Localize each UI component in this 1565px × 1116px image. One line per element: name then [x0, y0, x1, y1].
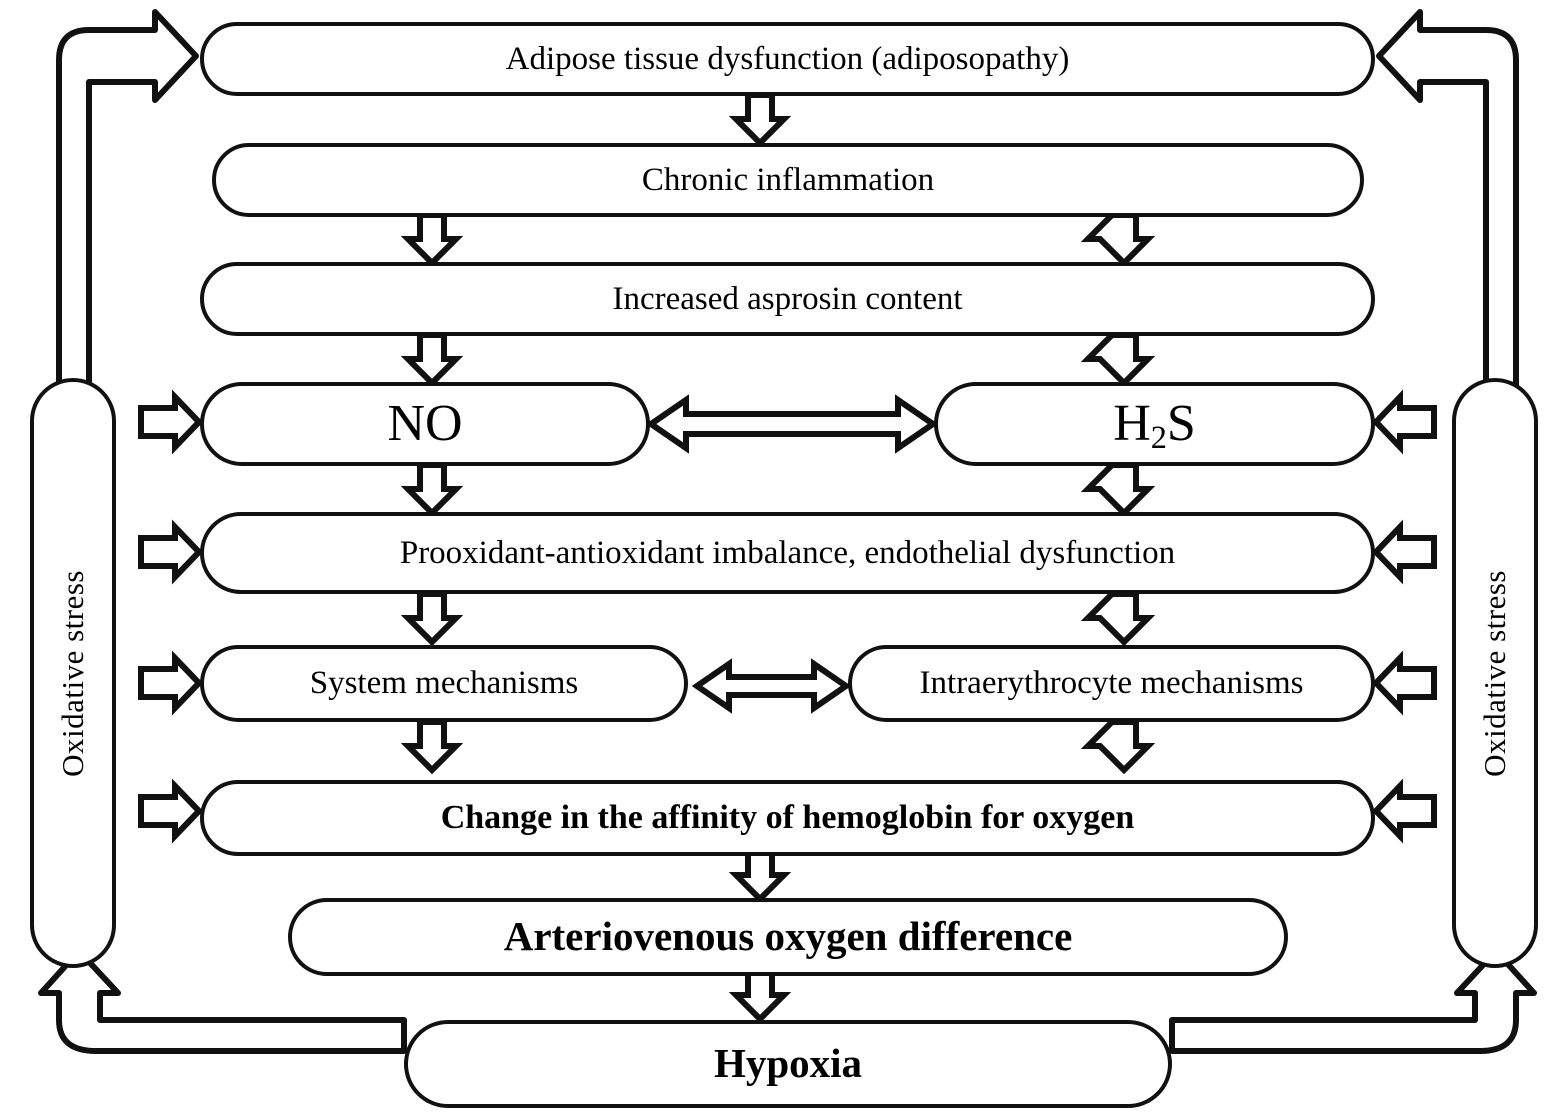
right-arrow-oxidative-to-hemoglobin — [138, 778, 204, 844]
node-increased-asprosin-content[interactable]: Increased asprosin content — [200, 262, 1375, 336]
node-arteriovenous-oxygen-difference[interactable]: Arteriovenous oxygen difference — [288, 898, 1288, 976]
h2s-sulfur: S — [1166, 394, 1196, 452]
down-arrow-arteriovenous-to-hypoxia — [728, 968, 792, 1024]
bidirectional-arrow-no-h2s — [645, 394, 939, 454]
elbow-arrow-hypoxia-to-left-oxidative — [38, 948, 407, 1054]
node-label-oxidative-stress-right: Oxidative stress — [1476, 569, 1512, 777]
node-hypoxia[interactable]: Hypoxia — [404, 1020, 1172, 1108]
node-label-no: NO — [387, 394, 463, 452]
node-label-system-mechanisms: System mechanisms — [309, 665, 579, 702]
left-arrow-oxidative-to-hemoglobin — [1371, 778, 1437, 844]
node-adipose-tissue-dysfunction[interactable]: Adipose tissue dysfunction (adiposopathy… — [200, 22, 1375, 96]
down-arrow-h2s-to-prooxidant — [1080, 462, 1156, 518]
node-prooxidant-antioxidant-imbalance[interactable]: Prooxidant-antioxidant imbalance, endoth… — [200, 512, 1375, 594]
node-label-asprosin: Increased asprosin content — [612, 280, 963, 317]
right-arrow-oxidative-to-no — [138, 389, 204, 455]
node-label-h2s: H2S — [1099, 394, 1210, 456]
h2s-element: H — [1113, 394, 1151, 452]
down-arrow-no-to-prooxidant — [400, 462, 464, 518]
down-arrow-asprosin-to-no — [400, 332, 464, 388]
node-label-hemoglobin-affinity: Change in the affinity of hemoglobin for… — [440, 799, 1135, 837]
down-arrow-adipose-to-inflammation — [728, 92, 792, 148]
elbow-arrow-right-oxidative-to-adipose — [1376, 9, 1519, 403]
node-oxidative-stress-right[interactable]: Oxidative stress — [1452, 378, 1538, 968]
left-arrow-oxidative-to-intraerythrocyte — [1371, 650, 1437, 716]
node-hemoglobin-affinity[interactable]: Change in the affinity of hemoglobin for… — [200, 780, 1375, 856]
left-arrow-oxidative-to-h2s — [1371, 389, 1437, 455]
node-label-chronic-inflammation: Chronic inflammation — [641, 161, 935, 198]
node-label-adipose: Adipose tissue dysfunction (adiposopathy… — [505, 40, 1070, 77]
h2s-subscript: 2 — [1150, 419, 1167, 456]
node-intraerythrocyte-mechanisms[interactable]: Intraerythrocyte mechanisms — [848, 645, 1375, 722]
left-arrow-oxidative-to-prooxidant — [1371, 519, 1437, 585]
down-arrow-prooxidant-to-intraerythrocyte — [1080, 591, 1156, 647]
down-arrow-inflammation-to-asprosin-right — [1080, 212, 1156, 268]
node-oxidative-stress-left[interactable]: Oxidative stress — [30, 378, 116, 968]
node-system-mechanisms[interactable]: System mechanisms — [200, 645, 688, 722]
node-label-hypoxia: Hypoxia — [713, 1040, 863, 1087]
elbow-arrow-hypoxia-to-right-oxidative — [1169, 948, 1537, 1054]
down-arrow-prooxidant-to-system — [400, 591, 464, 647]
node-no[interactable]: NO — [200, 382, 650, 466]
down-arrow-asprosin-to-h2s — [1080, 332, 1156, 388]
down-arrow-system-to-hemoglobin — [400, 719, 464, 775]
down-arrow-inflammation-to-asprosin-left — [400, 212, 464, 268]
node-chronic-inflammation[interactable]: Chronic inflammation — [212, 143, 1364, 217]
node-h2s[interactable]: H2S — [934, 382, 1375, 466]
node-label-arteriovenous: Arteriovenous oxygen difference — [503, 913, 1073, 960]
elbow-arrow-left-oxidative-to-adipose — [56, 9, 199, 403]
down-arrow-hemoglobin-to-arteriovenous — [728, 848, 792, 904]
right-arrow-oxidative-to-prooxidant — [138, 519, 204, 585]
right-arrow-oxidative-to-system — [138, 650, 204, 716]
node-label-oxidative-stress-left: Oxidative stress — [54, 569, 90, 777]
node-label-intraerythrocyte-mechanisms: Intraerythrocyte mechanisms — [919, 665, 1304, 702]
down-arrow-intraerythrocyte-to-hemoglobin — [1080, 719, 1156, 775]
bidirectional-arrow-system-intraerythrocyte — [691, 658, 852, 714]
node-label-prooxidant: Prooxidant-antioxidant imbalance, endoth… — [399, 534, 1176, 571]
